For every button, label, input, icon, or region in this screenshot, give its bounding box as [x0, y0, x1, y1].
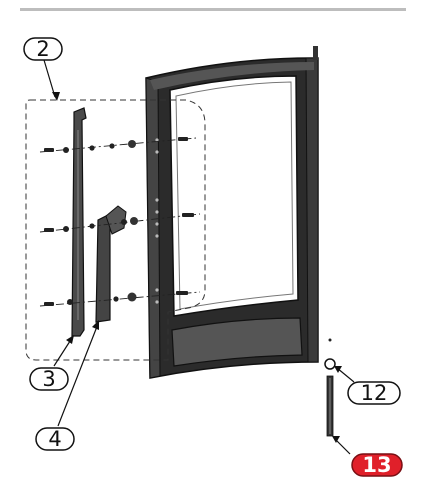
lower-kick-panel — [171, 317, 303, 367]
door-assembly — [145, 46, 319, 379]
callout-12: 12 — [347, 381, 401, 405]
callout-2: 2 — [23, 37, 63, 61]
screw-row-middle — [44, 213, 194, 232]
callout-4-label: 4 — [48, 427, 61, 451]
bottom-pin-parts — [324, 338, 336, 437]
door-right-edge — [305, 57, 319, 363]
vertical-bracket — [71, 107, 87, 337]
callout-13: 13 — [351, 453, 403, 477]
top-rule — [20, 8, 406, 11]
callout-3: 3 — [29, 367, 69, 391]
pin-washer — [324, 358, 336, 370]
screw-holes — [155, 138, 159, 304]
screw-row-bottom — [44, 291, 188, 306]
hinge-arm — [95, 205, 127, 323]
callout-12-label: 12 — [361, 381, 388, 405]
screw-row-top — [44, 137, 188, 153]
door-left-edge — [145, 77, 161, 379]
callout-2-label: 2 — [36, 37, 49, 61]
callout-3-label: 3 — [42, 367, 55, 391]
callout-13-label: 13 — [362, 453, 391, 477]
screw-axes — [39, 137, 201, 307]
leader-arrowheads — [52, 92, 342, 443]
door-top-trim — [150, 62, 314, 90]
glass-inner-edge — [175, 81, 294, 310]
leader-lines — [43, 59, 355, 455]
glass-panel — [169, 75, 299, 317]
top-hinge-pin — [313, 46, 318, 60]
callout-4: 4 — [35, 427, 75, 451]
assembly-outline-dashed — [25, 99, 206, 361]
